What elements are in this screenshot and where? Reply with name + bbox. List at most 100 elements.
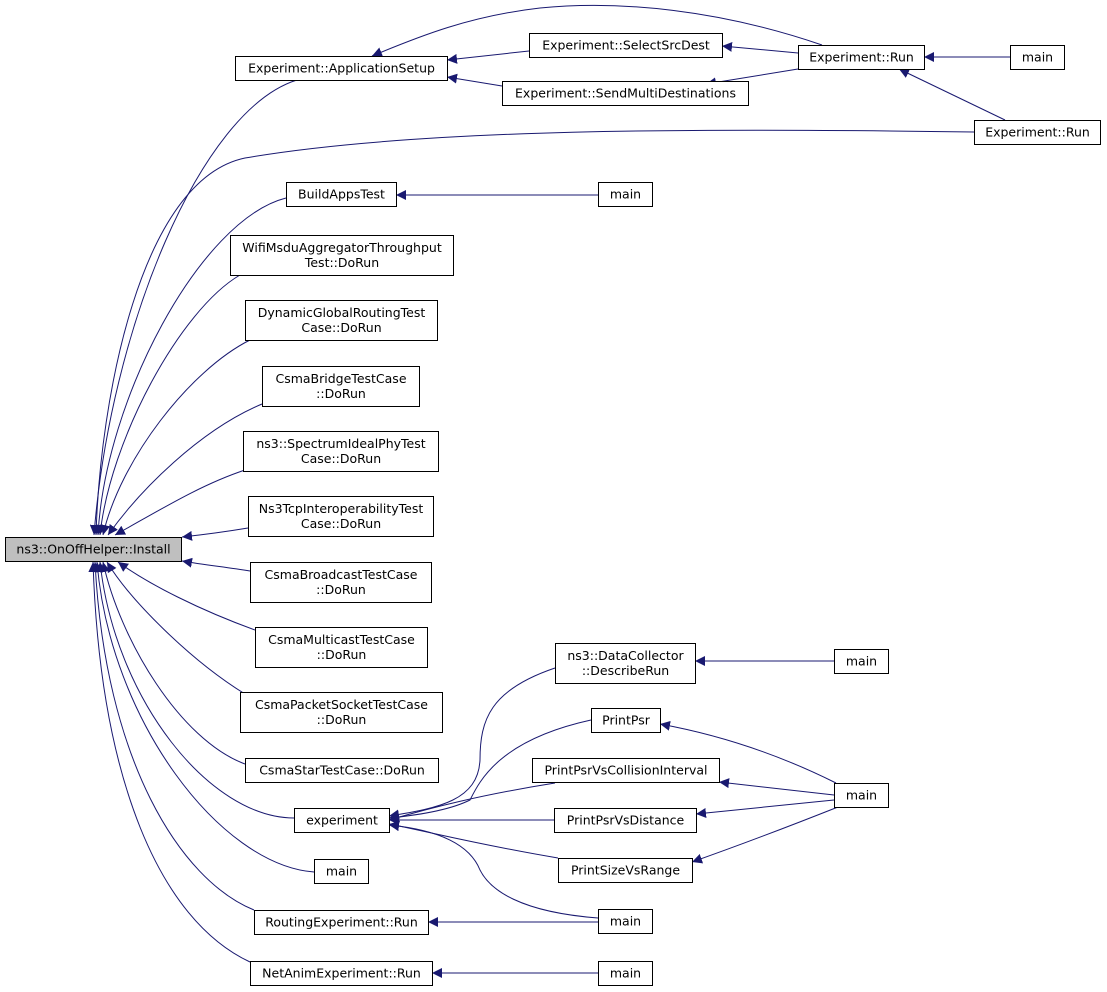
node-label: PrintPsrVsCollisionInterval bbox=[544, 763, 707, 778]
node-box bbox=[598, 182, 653, 207]
node-label: ns3::SpectrumIdealPhyTest bbox=[256, 436, 425, 451]
node-box bbox=[1010, 45, 1065, 70]
node-box bbox=[834, 649, 889, 674]
node-box bbox=[532, 758, 720, 783]
node-box bbox=[243, 431, 439, 472]
node-box bbox=[262, 366, 420, 407]
node-box bbox=[314, 859, 369, 884]
node-label: ::DoRun bbox=[317, 647, 367, 662]
node-netanim_exp[interactable]: NetAnimExperiment::Run bbox=[250, 961, 433, 986]
edge-exp_run_2-to-install bbox=[91, 129, 975, 536]
node-exp_run_2[interactable]: Experiment::Run bbox=[974, 120, 1101, 145]
node-box bbox=[294, 808, 390, 833]
node-label: ::DoRun bbox=[317, 712, 367, 727]
node-label: DynamicGlobalRoutingTest bbox=[258, 305, 426, 320]
node-build_apps[interactable]: BuildAppsTest bbox=[286, 182, 397, 207]
edge-select_src_dest-to-app_setup bbox=[446, 50, 530, 64]
node-box bbox=[254, 910, 429, 935]
node-label: CsmaBroadcastTestCase bbox=[265, 567, 418, 582]
edge-routing_exp-to-install bbox=[90, 561, 255, 911]
node-data_collector[interactable]: ns3::DataCollector::DescribeRun bbox=[555, 643, 696, 684]
node-print_psr[interactable]: PrintPsr bbox=[591, 708, 661, 733]
node-box bbox=[974, 120, 1101, 145]
edge-main_5-to-print_size bbox=[691, 806, 839, 864]
edge-main_5-to-print_psr_coll bbox=[718, 778, 835, 796]
node-csma_multicast[interactable]: CsmaMulticastTestCase::DoRun bbox=[255, 627, 428, 668]
node-label: main bbox=[610, 187, 641, 202]
node-label: NetAnimExperiment::Run bbox=[262, 966, 421, 981]
node-label: ::DoRun bbox=[316, 386, 366, 401]
edge-print_psr_coll-to-experiment bbox=[388, 782, 556, 822]
node-routing_exp[interactable]: RoutingExperiment::Run bbox=[254, 910, 429, 935]
node-box bbox=[245, 300, 438, 341]
node-main_3[interactable]: main bbox=[314, 859, 369, 884]
node-print_size[interactable]: PrintSizeVsRange bbox=[558, 858, 693, 883]
node-box bbox=[240, 692, 443, 733]
node-box bbox=[591, 708, 661, 733]
edge-print_psr-to-experiment bbox=[388, 719, 592, 823]
edge-main_7-to-experiment bbox=[388, 821, 599, 919]
edge-main_3-to-install bbox=[92, 561, 315, 873]
node-csma_broadcast[interactable]: CsmaBroadcastTestCase::DoRun bbox=[250, 562, 432, 603]
edge-exp_run_2-to-exp_run_1 bbox=[898, 68, 1006, 121]
node-main_5[interactable]: main bbox=[834, 783, 889, 808]
node-label: CsmaMulticastTestCase bbox=[268, 632, 415, 647]
edge-csma_broadcast-to-install bbox=[181, 557, 251, 572]
node-csma_star[interactable]: CsmaStarTestCase::DoRun bbox=[245, 758, 439, 783]
node-label: PrintPsrVsDistance bbox=[567, 813, 685, 828]
node-label: BuildAppsTest bbox=[298, 187, 385, 202]
node-label: main bbox=[846, 654, 877, 669]
node-label: Case::DoRun bbox=[301, 320, 381, 335]
node-csma_bridge[interactable]: CsmaBridgeTestCase::DoRun bbox=[262, 366, 420, 407]
node-select_src_dest[interactable]: Experiment::SelectSrcDest bbox=[529, 33, 723, 58]
node-main_2[interactable]: main bbox=[598, 182, 653, 207]
node-label: Experiment::Run bbox=[985, 125, 1090, 140]
node-main_7[interactable]: main bbox=[598, 909, 653, 934]
node-box bbox=[250, 562, 432, 603]
node-label: Ns3TcpInteroperabilityTest bbox=[259, 501, 424, 516]
node-main_1[interactable]: main bbox=[1010, 45, 1065, 70]
node-print_psr_coll[interactable]: PrintPsrVsCollisionInterval bbox=[532, 758, 720, 783]
node-box bbox=[598, 909, 653, 934]
node-box bbox=[502, 81, 749, 106]
node-box bbox=[286, 182, 397, 207]
node-csma_packet[interactable]: CsmaPacketSocketTestCase::DoRun bbox=[240, 692, 443, 733]
node-label: experiment bbox=[306, 813, 378, 828]
node-label: main bbox=[326, 864, 357, 879]
edge-exp_run_1-to-app_setup bbox=[371, 4, 823, 57]
node-box bbox=[255, 627, 428, 668]
node-box bbox=[5, 537, 182, 562]
node-exp_run_1[interactable]: Experiment::Run bbox=[798, 45, 925, 70]
edge-exp_run_1-to-select_src_dest bbox=[721, 41, 799, 54]
edge-experiment-to-install bbox=[96, 561, 295, 819]
edge-send_multi-to-app_setup bbox=[446, 73, 503, 87]
node-main_4[interactable]: main bbox=[834, 649, 889, 674]
node-label: CsmaBridgeTestCase bbox=[275, 371, 406, 386]
node-send_multi[interactable]: Experiment::SendMultiDestinations bbox=[502, 81, 749, 106]
node-box bbox=[798, 45, 925, 70]
node-app_setup[interactable]: Experiment::ApplicationSetup bbox=[235, 56, 448, 81]
edge-main_5-to-print_psr_dist bbox=[695, 799, 835, 818]
node-label: WifiMsduAggregatorThroughput bbox=[242, 240, 442, 255]
edge-ns3tcp-to-install bbox=[181, 527, 249, 541]
node-label: Experiment::SendMultiDestinations bbox=[515, 86, 736, 101]
node-main_8[interactable]: main bbox=[598, 961, 653, 986]
node-print_psr_dist[interactable]: PrintPsrVsDistance bbox=[554, 808, 697, 833]
node-label: CsmaPacketSocketTestCase bbox=[255, 697, 428, 712]
node-label: Experiment::Run bbox=[809, 50, 914, 65]
edge-app_setup-to-install bbox=[89, 79, 298, 536]
node-experiment[interactable]: experiment bbox=[294, 808, 390, 833]
node-install[interactable]: ns3::OnOffHelper::Install bbox=[5, 537, 182, 562]
edge-csma_packet-to-install bbox=[106, 561, 246, 695]
node-label: main bbox=[610, 914, 641, 929]
node-label: main bbox=[1022, 50, 1053, 65]
node-box bbox=[245, 758, 439, 783]
node-box bbox=[235, 56, 448, 81]
edge-csma_star-to-install bbox=[100, 561, 246, 765]
node-label: PrintSizeVsRange bbox=[571, 863, 680, 878]
